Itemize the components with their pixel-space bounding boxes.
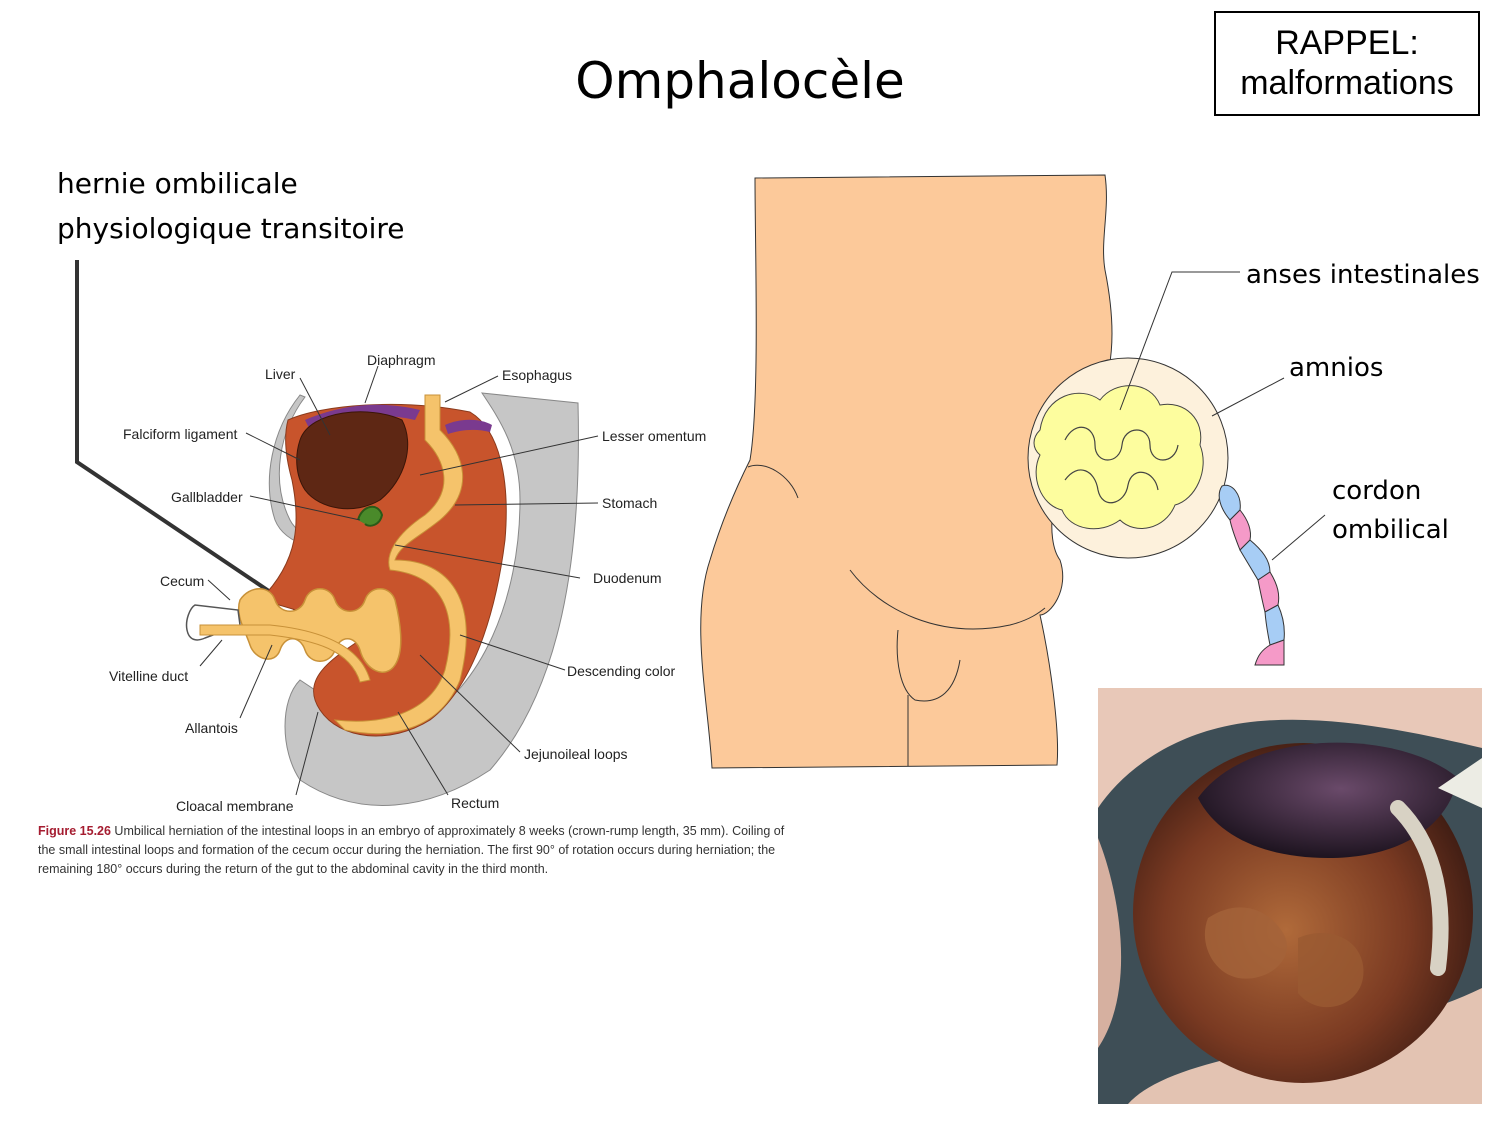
label-cordon-ombilical: cordon ombilical: [1332, 472, 1449, 550]
torso-crease-bottom: [849, 569, 1046, 630]
figure-caption: Figure 15.26 Umbilical herniation of the…: [38, 822, 798, 879]
umbilical-cord: [1218, 484, 1285, 666]
genital-crease: [896, 629, 961, 702]
jejunoileal-loops-shape: [238, 588, 402, 673]
liver-shape: [296, 411, 409, 510]
anses-intestinales-shape: [1033, 385, 1204, 530]
label-cecum: Cecum: [160, 573, 204, 589]
label-anses-intestinales: anses intestinales: [1246, 260, 1480, 290]
label-vitelline-duct: Vitelline duct: [109, 668, 188, 684]
leader-anses: [1119, 271, 1240, 411]
posterior-body-wall: [284, 392, 579, 806]
label-cordon-line1: cordon: [1332, 476, 1422, 506]
label-duodenum: Duodenum: [593, 570, 662, 586]
rappel-box: RAPPEL: malformations: [1214, 11, 1480, 116]
leader-amnios: [1211, 377, 1285, 417]
loops-fold-2: [1064, 469, 1159, 504]
diaphragm-shape: [305, 404, 420, 430]
label-diaphragm: Diaphragm: [367, 352, 435, 368]
leader-lines: [199, 365, 599, 796]
label-cordon-line2: ombilical: [1332, 515, 1449, 545]
label-rectum: Rectum: [451, 795, 499, 811]
loops-fold-1: [1064, 426, 1179, 461]
allantois-vitelline-shape: [199, 624, 371, 683]
rappel-line2: malformations: [1240, 64, 1454, 102]
hernie-label-line2: physiologique transitoire: [57, 212, 405, 245]
hernie-pointer-line: [75, 260, 302, 614]
caption-figure-number: Figure 15.26: [38, 824, 111, 838]
gallbladder-shape: [357, 505, 384, 527]
label-amnios: amnios: [1289, 353, 1384, 383]
omphalocele-photo-drawing: [1098, 688, 1482, 1104]
label-falciform-ligament: Falciform ligament: [123, 426, 237, 442]
label-jejunoileal-loops: Jejunoileal loops: [524, 746, 628, 762]
diaphragm-right-shape: [445, 419, 492, 434]
rappel-line1: RAPPEL:: [1275, 24, 1419, 62]
label-gallbladder: Gallbladder: [171, 489, 243, 505]
leader-cordon: [1271, 514, 1326, 561]
label-descending-colon: Descending color: [567, 663, 676, 679]
caption-text: Umbilical herniation of the intestinal l…: [38, 824, 785, 876]
gut-tube: [333, 394, 467, 734]
label-lesser-omentum: Lesser omentum: [602, 428, 706, 444]
slide-title: Omphalocèle: [575, 52, 905, 110]
infant-torso: [700, 174, 1113, 769]
label-liver: Liver: [265, 366, 296, 382]
label-cloacal-membrane: Cloacal membrane: [176, 798, 294, 814]
label-stomach: Stomach: [602, 495, 657, 511]
label-esophagus: Esophagus: [502, 367, 572, 383]
label-allantois: Allantois: [185, 720, 238, 736]
torso-crease-left: [747, 464, 799, 499]
omphalocele-photo: [1098, 688, 1482, 1104]
hernie-label-line1: hernie ombilicale: [57, 167, 298, 200]
